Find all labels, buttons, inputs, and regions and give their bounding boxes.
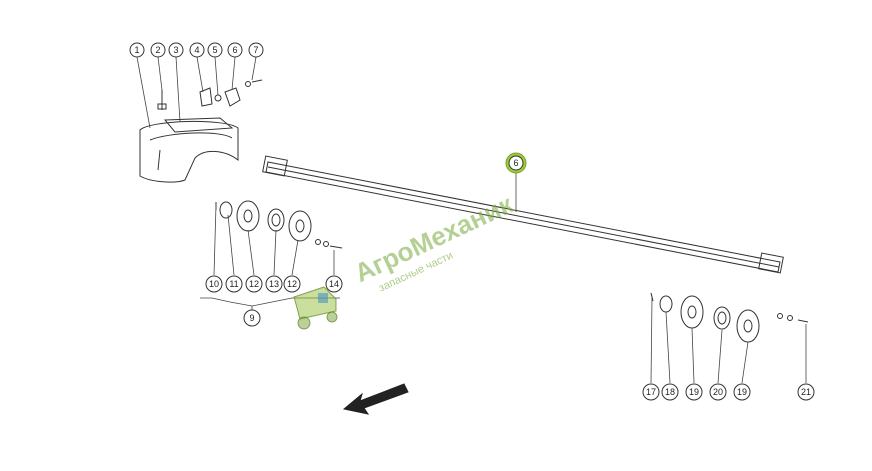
svg-text:2: 2	[155, 45, 160, 55]
svg-text:21: 21	[801, 387, 811, 397]
svg-text:4: 4	[194, 45, 199, 55]
bearing-left	[215, 200, 343, 249]
svg-text:6: 6	[513, 158, 518, 168]
svg-text:14: 14	[329, 279, 339, 289]
svg-text:19: 19	[737, 387, 747, 397]
watermark-title: АгроМеханик	[350, 188, 518, 288]
callout-3: 3	[168, 42, 184, 58]
callout-6: 6	[227, 42, 243, 58]
callout-21: 21	[797, 383, 815, 401]
callout-9: 9	[243, 309, 261, 327]
bearing-right	[650, 292, 809, 343]
callout-19a: 19	[685, 383, 703, 401]
svg-text:11: 11	[229, 279, 238, 289]
callout-14: 14	[325, 275, 343, 293]
svg-text:1: 1	[134, 45, 139, 55]
svg-text:12: 12	[249, 279, 259, 289]
callout-12b: 12	[283, 275, 301, 293]
callout-20: 20	[709, 383, 727, 401]
leaders-top	[136, 56, 257, 129]
svg-text:7: 7	[253, 45, 258, 55]
watermark-logo	[293, 286, 338, 330]
callout-19b: 19	[733, 383, 751, 401]
drive-shaft	[262, 155, 784, 274]
svg-text:20: 20	[713, 387, 723, 397]
callout-18: 18	[661, 383, 679, 401]
svg-text:5: 5	[212, 45, 217, 55]
bracket-4-6	[199, 79, 263, 107]
callout-5: 5	[207, 42, 223, 58]
svg-text:3: 3	[173, 45, 178, 55]
callout-1: 1	[129, 42, 145, 58]
callout-shaft-highlight: 6	[505, 152, 527, 174]
svg-text:17: 17	[646, 387, 656, 397]
bolt-2	[157, 90, 167, 110]
callout-2: 2	[150, 42, 166, 58]
direction-arrow	[342, 383, 409, 415]
callout-11: 11	[225, 275, 243, 293]
callout-10: 10	[205, 275, 223, 293]
svg-text:10: 10	[209, 279, 219, 289]
callout-7: 7	[248, 42, 264, 58]
svg-text:9: 9	[249, 313, 254, 323]
callout-12a: 12	[245, 275, 263, 293]
svg-text:13: 13	[269, 279, 279, 289]
guard-cover	[139, 117, 239, 183]
callout-17: 17	[642, 383, 660, 401]
svg-text:6: 6	[232, 45, 237, 55]
callout-13: 13	[265, 275, 283, 293]
leaders-right	[650, 297, 807, 384]
leaders-left	[200, 204, 340, 310]
callout-4: 4	[189, 42, 205, 58]
svg-text:18: 18	[665, 387, 675, 397]
svg-text:12: 12	[287, 279, 297, 289]
svg-text:19: 19	[689, 387, 699, 397]
